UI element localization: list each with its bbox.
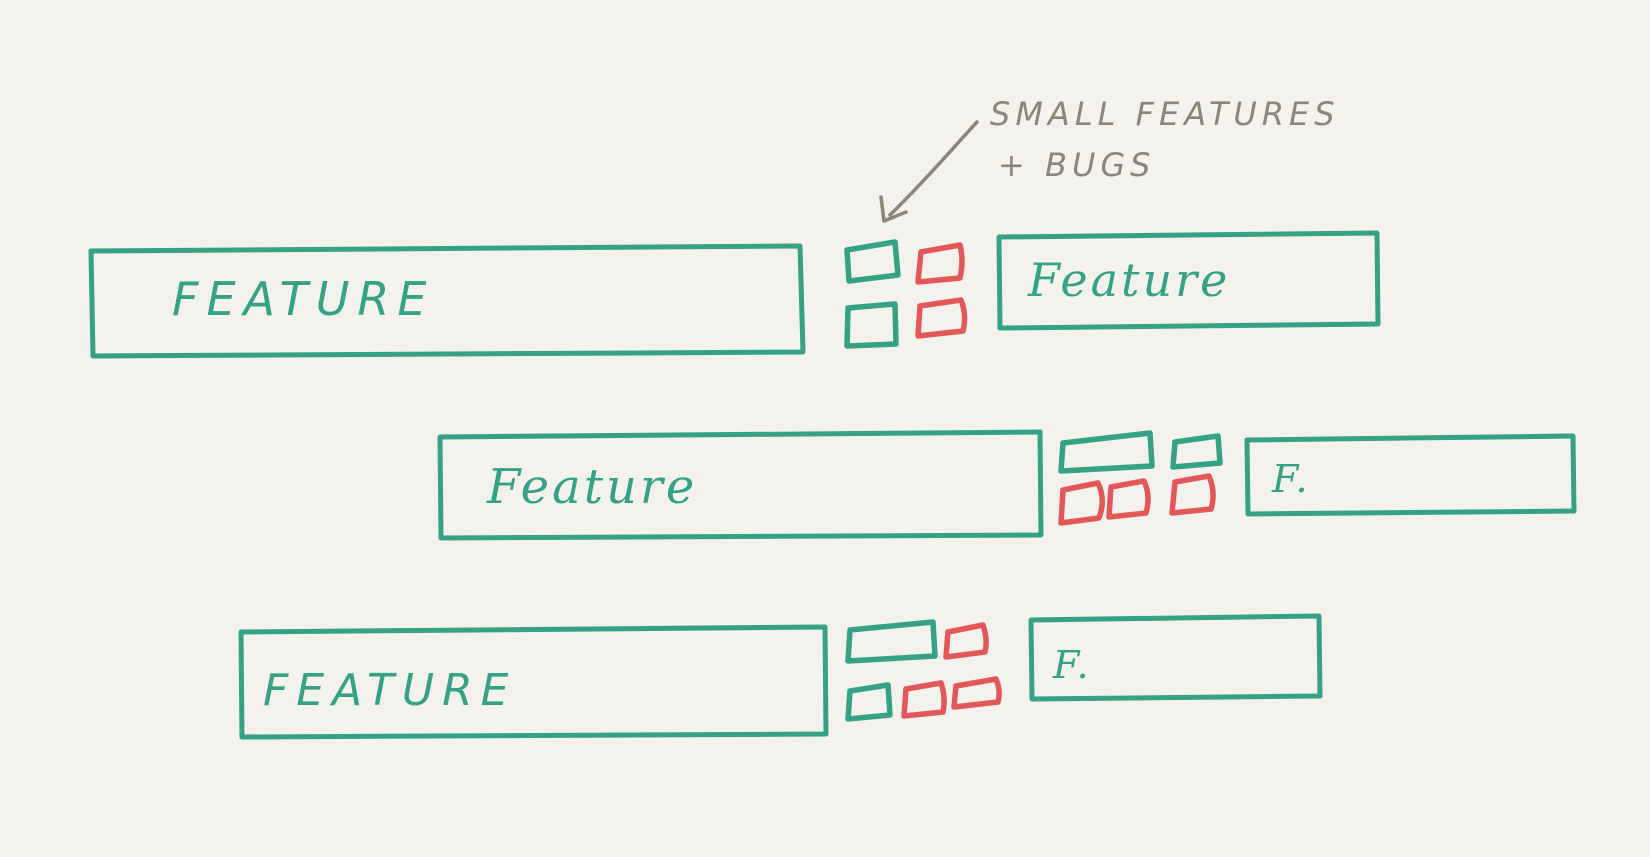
annotation-arrow-head	[879, 195, 908, 223]
small-bug-box	[915, 242, 965, 285]
feature-box	[88, 243, 806, 359]
feature-box-label: FEATURE	[172, 272, 434, 326]
next-feature-box	[1028, 613, 1323, 702]
annotation-arrow-shaft	[888, 120, 979, 217]
feature-box-label: Feature	[486, 459, 697, 515]
small-feature-box	[844, 301, 899, 349]
annotation-line2: + BUGS	[998, 146, 1155, 184]
feature-box-label: FEATURE	[263, 665, 516, 716]
small-bug-box	[901, 680, 947, 719]
next-feature-box-label: F.	[1271, 457, 1311, 501]
release-row-1: FEATURE Feature	[88, 230, 1381, 359]
next-feature-box-label: Feature	[1027, 253, 1230, 307]
small-feature-box	[845, 682, 893, 722]
small-bug-box	[943, 622, 989, 660]
next-feature-box-label: F.	[1052, 643, 1092, 687]
small-feature-box	[1170, 433, 1223, 470]
release-row-2: Feature F.	[437, 429, 1577, 541]
small-bug-box	[1058, 480, 1105, 526]
annotation-line1: SMALL FEATURES	[990, 95, 1340, 133]
annotation-group: SMALL FEATURES + BUGS	[879, 95, 1340, 223]
small-bug-box	[951, 676, 1002, 710]
next-feature-box	[1244, 433, 1577, 517]
small-feature-box	[844, 239, 901, 284]
release-row-3: FEATURE F.	[238, 613, 1323, 740]
small-feature-box	[845, 619, 938, 664]
small-bug-box	[1169, 473, 1216, 516]
small-bug-box	[915, 297, 968, 339]
small-bug-box	[1106, 478, 1151, 520]
small-feature-box	[1058, 430, 1155, 474]
feature-box	[437, 429, 1044, 541]
next-feature-box	[996, 230, 1381, 331]
feature-box	[238, 624, 829, 740]
